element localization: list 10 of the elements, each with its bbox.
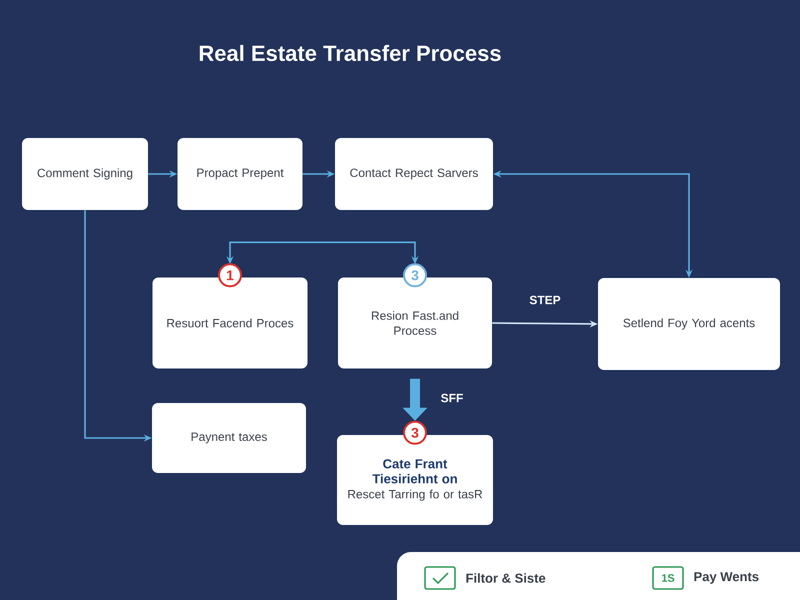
process-box: Comment Signing xyxy=(22,138,148,210)
edge-label: SFF xyxy=(441,394,463,402)
legend-text: Filtor & Siste xyxy=(466,573,546,583)
edge-label: STEP xyxy=(530,296,560,304)
process-box: Paynent taxes xyxy=(152,403,306,473)
process-box: Propact Prepent xyxy=(178,138,302,210)
process-box: Contact Repect Sarvers xyxy=(335,138,493,210)
title: Real Estate Transfer Process xyxy=(200,44,501,62)
legend-text: Pay Wents xyxy=(694,572,759,584)
process-box: Setlend Foy Yord acents xyxy=(598,278,780,370)
